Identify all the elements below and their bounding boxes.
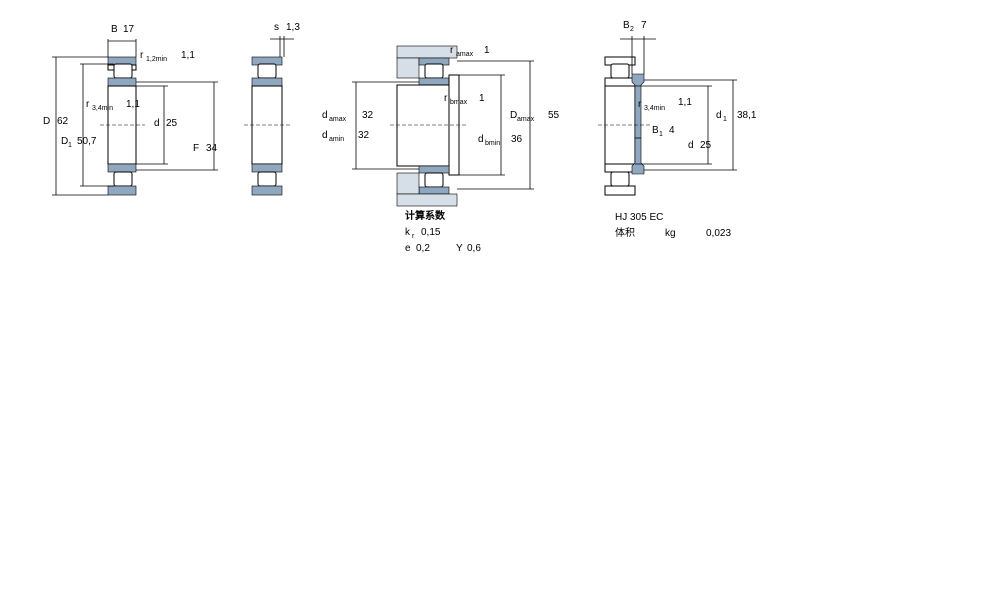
sub-damin: amin — [329, 136, 344, 143]
sub-dbmin: bmin — [485, 140, 500, 147]
housing-shoulder-bottom — [396, 172, 420, 195]
shaft — [396, 84, 450, 167]
outer-ring-bottom — [418, 186, 450, 195]
volume-unit: kg — [665, 228, 676, 239]
sub-B2: 2 — [630, 26, 634, 33]
outer-ring-bottom — [604, 185, 636, 196]
sub-kr: r — [412, 233, 415, 240]
roller-top — [113, 63, 133, 79]
ring-info: HJ 305 EC 体积 kg 0,023 — [615, 212, 731, 239]
label-B1: B — [652, 125, 659, 136]
roller-bottom — [113, 171, 133, 187]
sub-B1: 1 — [659, 131, 663, 138]
label-kr: k — [405, 227, 411, 238]
housing-shoulder-top — [396, 57, 420, 79]
value-ra: 1 — [484, 45, 490, 56]
value-d1: 38,1 — [737, 110, 757, 121]
value-damax: 32 — [362, 110, 374, 121]
label-F: F — [193, 143, 199, 154]
value-r34-ring: 1,1 — [678, 97, 692, 108]
label-damax: d — [322, 110, 328, 121]
inner-ring-top — [604, 77, 636, 87]
value-d-ring: 25 — [700, 140, 712, 151]
view-main-dimensions: B 17 r 1,2min 1,1 D 62 D 1 50,7 r 3,4min… — [43, 24, 218, 196]
sub-ra: amax — [456, 51, 474, 58]
label-r12: r — [140, 50, 144, 61]
inner-ring-top — [107, 77, 137, 87]
label-dbmin: d — [478, 134, 484, 145]
volume-label: 体积 — [615, 227, 635, 239]
label-e: e — [405, 243, 411, 254]
label-r34-ring: r — [638, 99, 642, 110]
value-dbmin: 36 — [511, 134, 523, 145]
value-B2: 7 — [641, 20, 647, 31]
value-Y: 0,6 — [467, 243, 481, 254]
value-D: 62 — [57, 116, 69, 127]
inner-ring-top — [418, 77, 450, 86]
value-kr: 0,15 — [421, 227, 441, 238]
ring-designation: HJ 305 EC — [615, 212, 663, 223]
label-Y: Y — [456, 243, 463, 254]
label-r34: r — [86, 99, 90, 110]
inner-ring-bottom — [604, 163, 636, 173]
view-abutment-dimensions: r amax 1 r bmax 1 d amax 32 d amin 32 d … — [322, 45, 560, 207]
roller-top — [424, 63, 444, 79]
label-d-ring: d — [688, 140, 694, 151]
value-damin: 32 — [358, 130, 370, 141]
roller-top — [610, 63, 630, 79]
value-d: 25 — [166, 118, 178, 129]
housing-bottom — [396, 193, 458, 207]
value-D1: 50,7 — [77, 136, 97, 147]
sub-Damax: amax — [517, 116, 535, 123]
calculation-factors: 计算系数 k r 0,15 e 0,2 Y 0,6 — [405, 209, 481, 254]
value-s: 1,3 — [286, 22, 300, 33]
label-d: d — [154, 118, 160, 129]
inner-ring-top — [251, 77, 283, 87]
sub-r34: 3,4min — [92, 105, 113, 112]
label-d1: d — [716, 110, 722, 121]
sub-rb: bmax — [450, 99, 468, 106]
roller-bottom — [257, 171, 277, 187]
value-rb: 1 — [479, 93, 485, 104]
label-Damax: D — [510, 110, 517, 121]
sub-d1: 1 — [723, 116, 727, 123]
calc-title: 计算系数 — [405, 209, 446, 222]
sub-damax: amax — [329, 116, 347, 123]
roller-bottom — [610, 171, 630, 187]
sub-D1: 1 — [68, 142, 72, 149]
value-e: 0,2 — [416, 243, 430, 254]
sub-r34-ring: 3,4min — [644, 105, 665, 112]
value-B: 17 — [123, 24, 135, 35]
label-rb: r — [444, 93, 448, 104]
inner-ring-bottom — [107, 163, 137, 173]
sub-r12: 1,2min — [146, 56, 167, 63]
view-axial-displacement: s 1,3 — [244, 22, 300, 196]
label-D1: D — [61, 136, 68, 147]
volume-value: 0,023 — [706, 228, 731, 239]
label-B: B — [111, 24, 118, 35]
value-r34: 1,1 — [126, 99, 140, 110]
outer-ring-bottom — [107, 185, 137, 196]
label-D: D — [43, 116, 50, 127]
label-s: s — [274, 22, 279, 33]
label-ra: r — [450, 45, 454, 56]
angle-ring — [631, 73, 645, 175]
roller-top — [257, 63, 277, 79]
value-B1: 4 — [669, 125, 675, 136]
value-Damax: 55 — [548, 110, 560, 121]
label-damin: d — [322, 130, 328, 141]
value-r12: 1,1 — [181, 50, 195, 61]
view-angle-ring: B 2 7 r 3,4min 1,1 d 1 38,1 B 1 4 d 25 — [598, 20, 757, 196]
value-F: 34 — [206, 143, 218, 154]
label-B2: B — [623, 20, 630, 31]
roller-bottom — [424, 172, 444, 188]
outer-ring-bottom — [251, 185, 283, 196]
inner-ring-bottom — [251, 163, 283, 173]
inner-ring-bottom — [418, 165, 450, 174]
housing-top — [396, 45, 458, 59]
